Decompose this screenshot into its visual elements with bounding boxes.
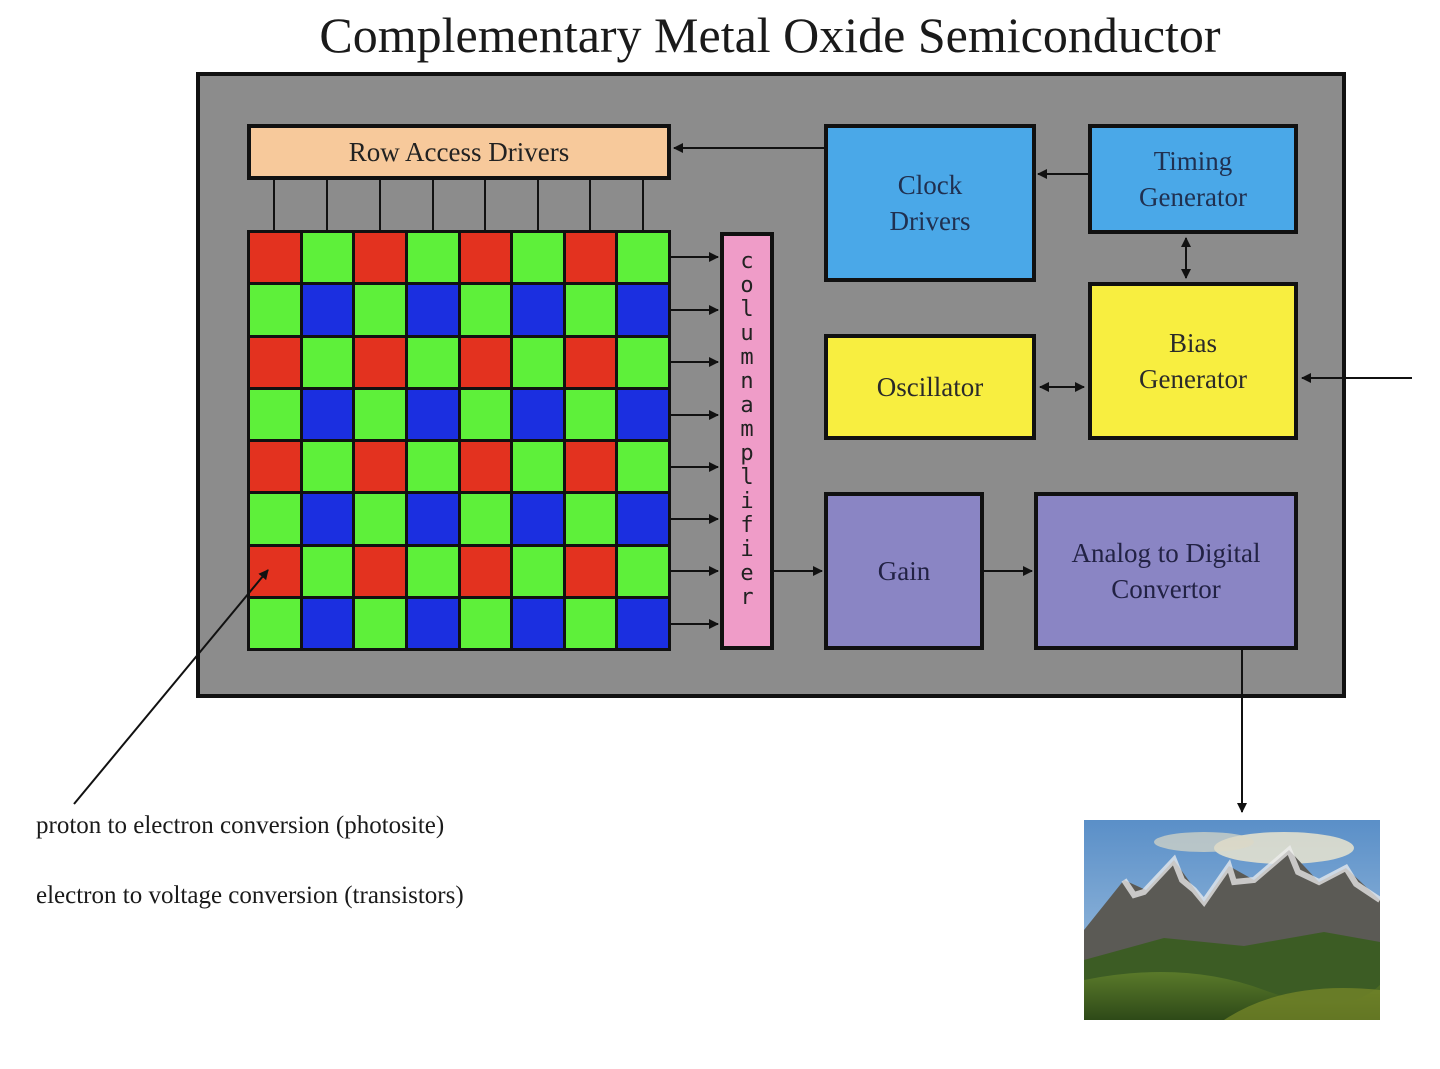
red-photosite (565, 546, 616, 596)
blue-photosite (618, 285, 668, 335)
green-photosite (250, 285, 300, 335)
blue-photosite (618, 494, 668, 544)
blue-photosite (513, 494, 563, 544)
oscillator-block: Oscillator (824, 334, 1036, 440)
green-photosite (513, 337, 563, 387)
blue-photosite (302, 285, 353, 335)
red-photosite (355, 442, 405, 492)
green-photosite (460, 285, 511, 335)
blue-photosite (407, 598, 458, 648)
green-photosite (565, 285, 616, 335)
green-photosite (355, 598, 405, 648)
green-photosite (618, 337, 668, 387)
red-photosite (565, 442, 616, 492)
red-photosite (355, 233, 405, 283)
green-photosite (565, 494, 616, 544)
pixel-array (247, 230, 671, 651)
green-photosite (513, 442, 563, 492)
mountain-landscape-photo (1084, 820, 1380, 1020)
blue-photosite (302, 494, 353, 544)
timing-generator-block: Timing Generator (1088, 124, 1298, 234)
green-photosite (407, 337, 458, 387)
green-photosite (407, 546, 458, 596)
blue-photosite (302, 389, 353, 439)
red-photosite (460, 337, 511, 387)
blue-photosite (513, 285, 563, 335)
green-photosite (250, 494, 300, 544)
photosite-pointer (73, 569, 269, 805)
diagram-title: Complementary Metal Oxide Semiconductor (319, 7, 1221, 63)
red-photosite (460, 442, 511, 492)
blue-photosite (513, 389, 563, 439)
blue-photosite (302, 598, 353, 648)
green-photosite (618, 233, 668, 283)
green-photosite (618, 442, 668, 492)
clock-drivers-block: Clock Drivers (824, 124, 1036, 282)
green-photosite (460, 598, 511, 648)
row-access-drivers-block: Row Access Drivers (247, 124, 671, 180)
red-photosite (250, 233, 300, 283)
green-photosite (565, 389, 616, 439)
green-photosite (355, 389, 405, 439)
blue-photosite (407, 285, 458, 335)
red-photosite (355, 546, 405, 596)
green-photosite (460, 494, 511, 544)
red-photosite (460, 546, 511, 596)
green-photosite (302, 337, 353, 387)
gain-block: Gain (824, 492, 984, 650)
green-photosite (355, 285, 405, 335)
green-photosite (513, 546, 563, 596)
bias-generator-block: Bias Generator (1088, 282, 1298, 440)
red-photosite (565, 233, 616, 283)
green-photosite (407, 233, 458, 283)
green-photosite (250, 389, 300, 439)
green-photosite (250, 598, 300, 648)
blue-photosite (407, 389, 458, 439)
red-photosite (250, 442, 300, 492)
green-photosite (460, 389, 511, 439)
green-photosite (565, 598, 616, 648)
red-photosite (355, 337, 405, 387)
red-photosite (250, 546, 300, 596)
green-photosite (407, 442, 458, 492)
green-photosite (355, 494, 405, 544)
blue-photosite (618, 598, 668, 648)
green-photosite (618, 546, 668, 596)
green-photosite (302, 546, 353, 596)
blue-photosite (513, 598, 563, 648)
adc-block: Analog to Digital Convertor (1034, 492, 1298, 650)
red-photosite (565, 337, 616, 387)
green-photosite (302, 233, 353, 283)
blue-photosite (407, 494, 458, 544)
transistors-label: electron to voltage conversion (transist… (36, 882, 464, 909)
photosite-label: proton to electron conversion (photosite… (36, 812, 445, 839)
green-photosite (302, 442, 353, 492)
green-photosite (513, 233, 563, 283)
red-photosite (250, 337, 300, 387)
red-photosite (460, 233, 511, 283)
blue-photosite (618, 389, 668, 439)
